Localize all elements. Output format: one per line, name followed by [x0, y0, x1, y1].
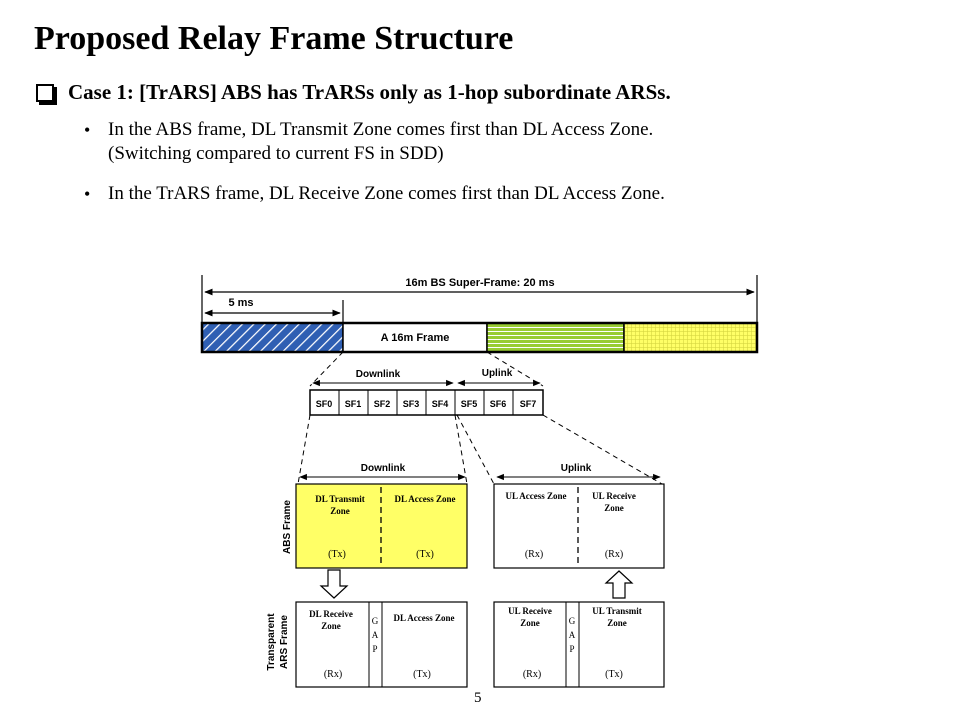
- ars-dl-gap-p: P: [372, 644, 377, 654]
- frame-time-label: 5 ms: [228, 297, 253, 309]
- up-hollow-arrow-icon: [604, 570, 634, 599]
- subframe-sf6: SF6: [490, 399, 507, 409]
- ars-ul-gap-p: P: [569, 644, 574, 654]
- abs-ul-box: [493, 483, 665, 569]
- ars-ul-zone1-line2: Zone: [520, 618, 540, 628]
- slide-title: Proposed Relay Frame Structure: [34, 20, 514, 57]
- abs-frame-label: ABS Frame: [282, 500, 293, 554]
- down-hollow-arrow-icon: [319, 569, 349, 599]
- abs-ul-zone2-line1: UL Receive: [592, 491, 636, 501]
- superframe-label: 16m BS Super-Frame: 20 ms: [405, 277, 554, 289]
- ars-ul-zone2-line1: UL Transmit: [592, 606, 641, 616]
- ars-ul-zone2-mode: (Tx): [605, 669, 623, 680]
- checkbox-bullet-icon: [36, 83, 54, 102]
- ars-dl-zone1-line1: DL Receive: [309, 609, 353, 619]
- subframe-sf5: SF5: [461, 399, 478, 409]
- abs-ul-zone2-mode: (Rx): [605, 549, 623, 560]
- bullet-2: In the TrARS frame, DL Receive Zone come…: [84, 182, 665, 206]
- subframe-sf0: SF0: [316, 399, 333, 409]
- case-heading-text: Case 1: [TrARS] ABS has TrARSs only as 1…: [68, 80, 671, 104]
- ars-ul-zone1-line1: UL Receive: [508, 606, 552, 616]
- zone-downlink-label: Downlink: [361, 463, 406, 474]
- ars-ul-zone2-line2: Zone: [607, 618, 627, 628]
- subframe-cells: SF0 SF1 SF2 SF3 SF4 SF5 SF6 SF7: [316, 390, 537, 415]
- abs-ul-zone1-line1: UL Access Zone: [505, 491, 566, 501]
- ars-ul-gap-g: G: [569, 616, 576, 626]
- frame-0-block: [201, 322, 344, 353]
- abs-dl-zone2-line1: DL Access Zone: [394, 494, 455, 504]
- sf-uplink-label: Uplink: [482, 368, 513, 379]
- ars-dl-zone2-mode: (Tx): [413, 669, 431, 680]
- ars-dl-zone2-line1: DL Access Zone: [393, 613, 454, 623]
- ars-ul-gap-a: A: [569, 630, 576, 640]
- page-number: 5: [474, 690, 482, 706]
- abs-ul-zone2-line2: Zone: [604, 503, 624, 513]
- case-heading: Case 1: [TrARS] ABS has TrARSs only as 1…: [36, 80, 671, 105]
- subframe-sf2: SF2: [374, 399, 391, 409]
- sf-downlink-label: Downlink: [356, 369, 401, 380]
- zone-uplink-label: Uplink: [561, 463, 592, 474]
- frame-3-block: [623, 322, 758, 353]
- subframe-sf7: SF7: [520, 399, 537, 409]
- bullet-2-line1: In the TrARS frame, DL Receive Zone come…: [108, 183, 665, 204]
- abs-dl-zone1-line2: Zone: [330, 506, 350, 516]
- subframe-sf3: SF3: [403, 399, 420, 409]
- ars-ul-zone1-mode: (Rx): [523, 669, 541, 680]
- bullet-1: In the ABS frame, DL Transmit Zone comes…: [84, 118, 654, 166]
- abs-dl-zone1-line1: DL Transmit: [315, 494, 364, 504]
- ars-dl-gap-a: A: [372, 630, 379, 640]
- abs-dl-zone1-mode: (Tx): [328, 549, 346, 560]
- ars-frame-label-1: Transparent: [266, 613, 277, 671]
- abs-ul-zone1-mode: (Rx): [525, 549, 543, 560]
- subframe-sf4: SF4: [432, 399, 449, 409]
- bullet-1-line1: In the ABS frame, DL Transmit Zone comes…: [108, 119, 654, 140]
- ars-frame-label-2: ARS Frame: [279, 615, 290, 669]
- ars-dl-zone1-line2: Zone: [321, 621, 341, 631]
- abs-dl-zone2-mode: (Tx): [416, 549, 434, 560]
- frame-label: A 16m Frame: [381, 332, 450, 344]
- ars-dl-gap-g: G: [372, 616, 379, 626]
- subframe-sf1: SF1: [345, 399, 362, 409]
- bullet-1-line2: (Switching compared to current FS in SDD…: [108, 143, 444, 164]
- frame-2-block: [486, 322, 625, 353]
- ars-dl-zone1-mode: (Rx): [324, 669, 342, 680]
